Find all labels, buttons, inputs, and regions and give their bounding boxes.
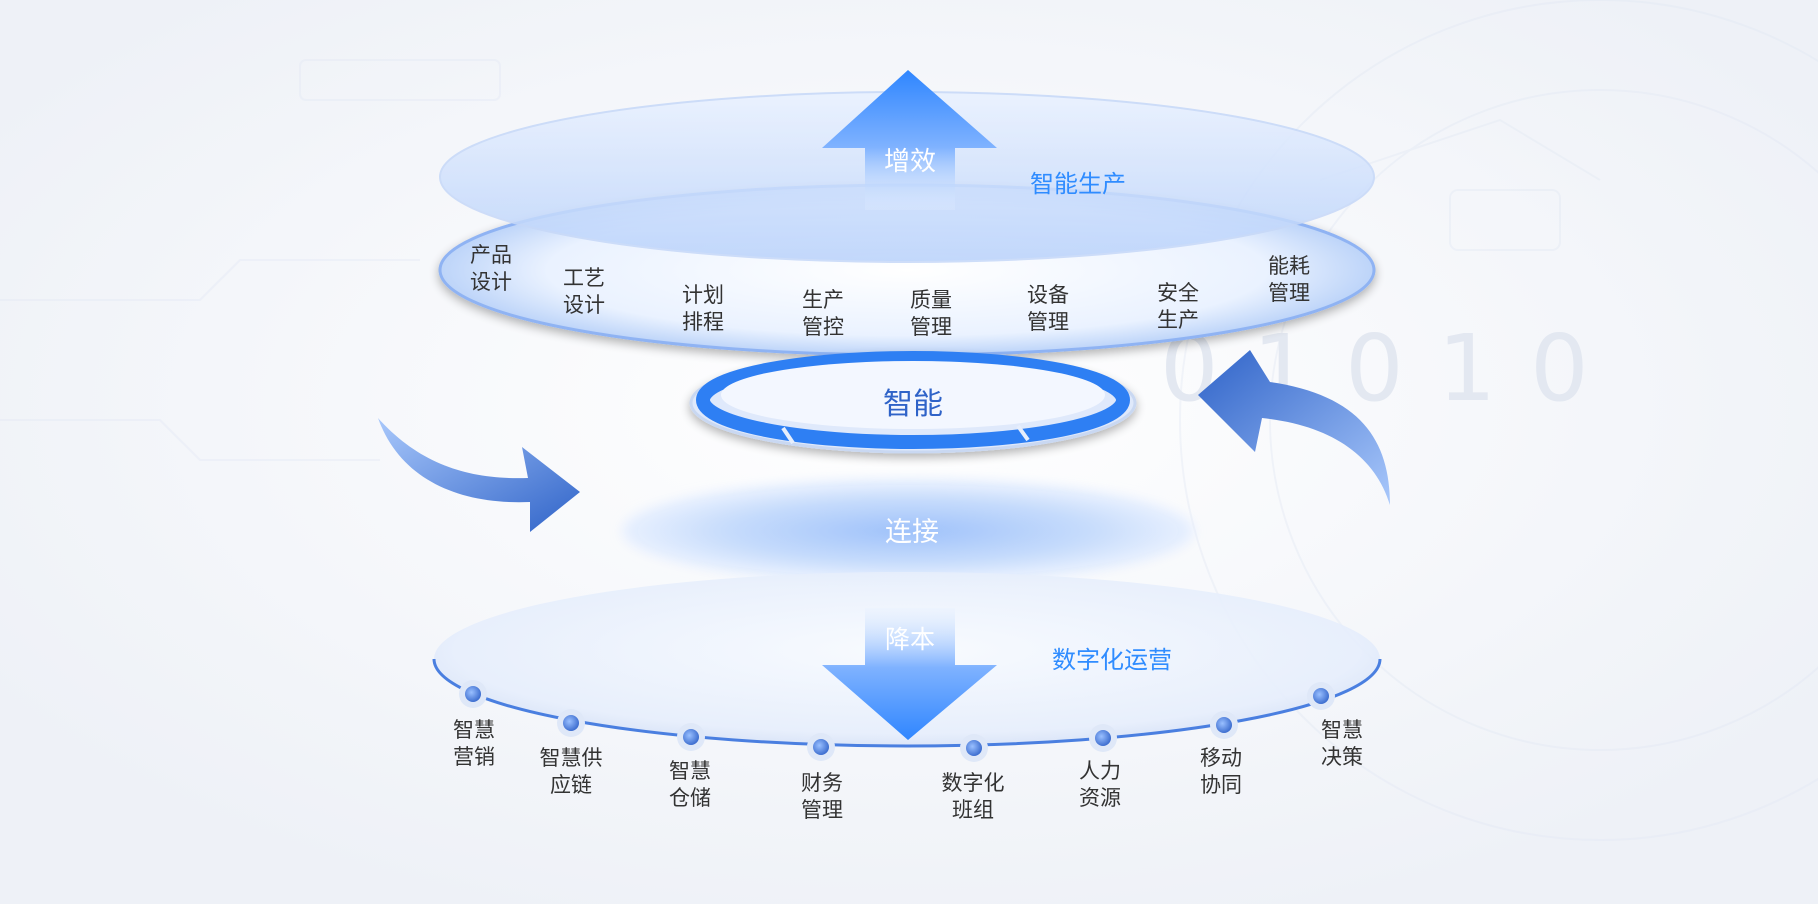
- top-item-8-line-2: 管理: [1268, 281, 1310, 305]
- top-layer-items: 产品设计工艺设计计划排程生产管控质量管理设备管理安全生产能耗管理: [470, 243, 1310, 339]
- up-arrow-label: 增效: [884, 147, 936, 177]
- bottom-item-6-line-2: 资源: [1079, 786, 1121, 810]
- top-item-4: 生产管控: [802, 288, 844, 339]
- bottom-item-7-line-2: 协同: [1200, 773, 1242, 797]
- bottom-node-dot-5: [966, 740, 982, 756]
- bottom-item-1-line-1: 智慧: [453, 718, 495, 742]
- bottom-node-dot-1: [465, 686, 481, 702]
- bottom-item-5-line-2: 班组: [952, 798, 994, 822]
- bottom-item-6-line-1: 人力: [1079, 759, 1121, 783]
- bottom-layer-items: 智慧营销智慧供应链智慧仓储财务管理数字化班组人力资源移动协同智慧决策: [453, 718, 1363, 822]
- bottom-node-dot-7: [1216, 717, 1232, 733]
- connect-label: 连接: [885, 517, 939, 548]
- bottom-item-1: 智慧营销: [453, 718, 495, 769]
- top-item-1: 产品设计: [470, 243, 512, 294]
- top-item-4-line-1: 生产: [802, 288, 844, 312]
- smart-ring: 智能: [689, 351, 1137, 454]
- down-arrow-reduce-cost: [822, 608, 997, 740]
- bottom-item-3-line-2: 仓储: [669, 786, 711, 810]
- left-curved-arrow: [378, 418, 580, 532]
- bottom-item-1-line-2: 营销: [453, 745, 495, 769]
- bottom-item-2-line-1: 智慧供: [540, 746, 603, 770]
- top-item-6-line-1: 设备: [1027, 283, 1069, 307]
- bottom-item-6: 人力资源: [1079, 759, 1121, 810]
- top-item-1-line-2: 设计: [470, 270, 512, 294]
- bottom-item-4-line-2: 管理: [801, 798, 843, 822]
- down-arrow-label: 降本: [885, 625, 935, 654]
- bottom-item-7-line-1: 移动: [1200, 746, 1242, 770]
- top-item-2: 工艺设计: [563, 266, 605, 317]
- top-item-3-line-2: 排程: [682, 310, 724, 334]
- top-item-8-line-1: 能耗: [1268, 254, 1310, 278]
- top-item-1-line-1: 产品: [470, 243, 512, 267]
- bottom-node-dot-3: [683, 729, 699, 745]
- top-item-7-line-2: 生产: [1157, 308, 1199, 332]
- background-decoration: [0, 0, 1818, 840]
- bottom-item-3-line-1: 智慧: [669, 759, 711, 783]
- top-item-3-line-1: 计划: [682, 283, 724, 307]
- bottom-node-dot-6: [1095, 730, 1111, 746]
- top-item-6-line-2: 管理: [1027, 310, 1069, 334]
- bottom-layer: 降本 数字化运营 智慧营销智慧供应链智慧仓储财务管理数字化班组人力资源移动协同智…: [432, 572, 1382, 822]
- bottom-item-2-line-2: 应链: [550, 773, 592, 797]
- bottom-item-4-line-1: 财务: [801, 771, 843, 795]
- top-item-2-line-2: 设计: [563, 293, 605, 317]
- top-item-4-line-2: 管控: [802, 315, 844, 339]
- top-item-7-line-1: 安全: [1157, 281, 1199, 305]
- top-item-7: 安全生产: [1157, 281, 1199, 332]
- bottom-item-5-line-1: 数字化: [942, 771, 1005, 795]
- up-arrow-increase-efficiency: [822, 70, 997, 210]
- bottom-item-8-line-2: 决策: [1321, 745, 1363, 769]
- bottom-node-dot-2: [563, 715, 579, 731]
- bottom-node-dot-8: [1313, 688, 1329, 704]
- bottom-item-8-line-1: 智慧: [1321, 718, 1363, 742]
- top-item-3: 计划排程: [682, 283, 724, 334]
- connect-disc: 连接: [622, 479, 1194, 583]
- top-item-5: 质量管理: [910, 288, 952, 339]
- bottom-item-2: 智慧供应链: [540, 746, 603, 797]
- top-layer-title: 智能生产: [1030, 170, 1126, 198]
- bottom-item-7: 移动协同: [1200, 746, 1242, 797]
- bottom-item-5: 数字化班组: [942, 771, 1005, 822]
- bottom-node-dot-4: [813, 739, 829, 755]
- top-layer: 增效 智能生产 产品设计工艺设计计划排程生产管控质量管理设备管理安全生产能耗管理: [438, 70, 1376, 357]
- bottom-layer-nodes: [459, 680, 1335, 762]
- bottom-item-3: 智慧仓储: [669, 759, 711, 810]
- top-item-6: 设备管理: [1027, 283, 1069, 334]
- bottom-item-8: 智慧决策: [1321, 718, 1363, 769]
- top-item-8: 能耗管理: [1268, 254, 1310, 305]
- top-item-2-line-1: 工艺: [563, 266, 605, 290]
- bottom-layer-title: 数字化运营: [1052, 646, 1172, 674]
- top-item-5-line-2: 管理: [910, 315, 952, 339]
- top-item-5-line-1: 质量: [910, 288, 952, 312]
- right-curved-arrow: [1198, 350, 1390, 505]
- smart-label: 智能: [883, 387, 943, 422]
- bottom-item-4: 财务管理: [801, 771, 843, 822]
